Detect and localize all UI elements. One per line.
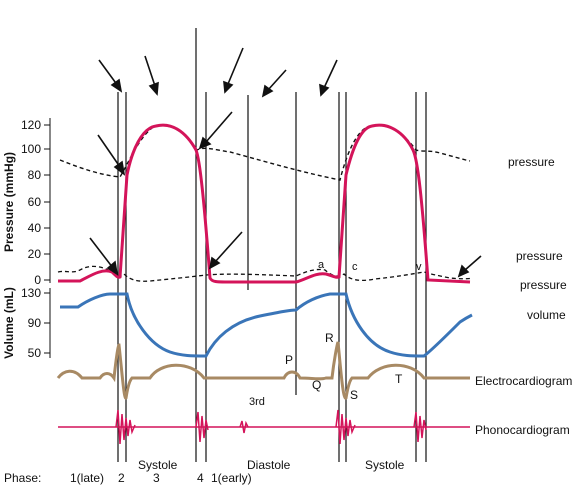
pressure-tick-80: 80 — [28, 168, 42, 182]
label-ecg-p: P — [285, 353, 293, 367]
aortic-pressure-curve — [59, 124, 471, 181]
label-diastole: Diastole — [247, 458, 291, 472]
label-ecg-t: T — [395, 372, 403, 386]
label-third-sound: 3rd — [249, 396, 265, 408]
pointer-arrows — [89, 47, 482, 278]
pressure-tick-20: 20 — [28, 247, 42, 261]
phase-divider-lines — [117, 28, 427, 462]
label-ventricular-pressure: pressure — [520, 278, 567, 292]
label-a-wave: a — [318, 259, 325, 271]
label-ecg-q: Q — [312, 378, 321, 392]
phase-4: 4 — [197, 471, 204, 485]
volume-tick-90: 90 — [28, 316, 42, 330]
label-c-wave: c — [352, 261, 358, 273]
phase-row-title: Phase: — [4, 471, 41, 485]
label-atrial-pressure: pressure — [516, 249, 563, 263]
label-phonocardiogram: Phonocardiogram — [475, 423, 570, 437]
ventricular-volume-curve — [60, 292, 473, 358]
phase-3: 3 — [153, 471, 160, 485]
ecg-trace — [56, 341, 470, 400]
phase-1-late: 1(late) — [70, 471, 104, 485]
volume-axis-label: Volume (mL) — [2, 287, 16, 359]
pressure-tick-120: 120 — [21, 118, 41, 132]
pressure-axis-label: Pressure (mmHg) — [2, 152, 16, 252]
ventricular-pressure-curve — [58, 123, 471, 284]
volume-tick-50: 50 — [28, 346, 42, 360]
pressure-tick-40: 40 — [28, 221, 42, 235]
label-ecg-s: S — [350, 388, 358, 402]
phase-1-early: 1(early) — [211, 471, 252, 485]
label-ventricular-volume: volume — [527, 308, 566, 322]
volume-axis: 130 90 50 Volume (mL) — [2, 286, 51, 360]
label-electrocardiogram: Electrocardiogram — [475, 374, 572, 388]
pressure-tick-0: 0 — [34, 273, 41, 287]
label-systole-2: Systole — [365, 458, 405, 472]
label-systole-1: Systole — [138, 458, 178, 472]
pressure-tick-100: 100 — [21, 142, 41, 156]
pressure-axis: 120 100 80 60 40 20 0 Pressure (mmHg) — [2, 118, 51, 287]
label-v-wave: v — [416, 261, 422, 273]
label-ecg-r: R — [325, 331, 334, 345]
phase-2: 2 — [118, 471, 125, 485]
pressure-tick-60: 60 — [28, 195, 42, 209]
volume-tick-130: 130 — [21, 286, 41, 300]
phonocardiogram-trace — [58, 409, 470, 445]
label-aortic-pressure: pressure — [508, 155, 555, 169]
